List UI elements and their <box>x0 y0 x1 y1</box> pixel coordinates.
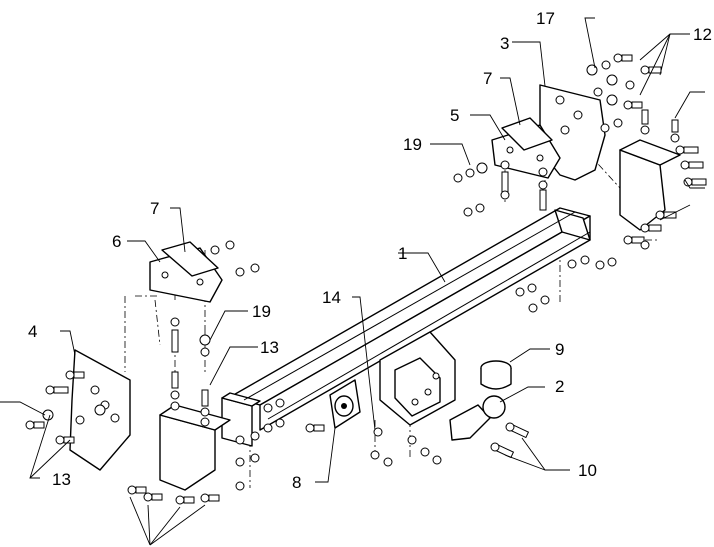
callout-2: 2 <box>555 377 564 396</box>
callout-5: 5 <box>450 106 459 125</box>
callout-labels: 1 2 3 4 5 6 7 7 8 9 10 12 13 13 14 17 19… <box>28 9 712 492</box>
callout-10: 10 <box>578 461 597 480</box>
callout-8: 8 <box>292 473 301 492</box>
crossbar <box>221 207 591 447</box>
callout-13-lower: 13 <box>52 470 71 489</box>
hardware <box>25 53 707 505</box>
callout-3: 3 <box>500 34 509 53</box>
callout-12: 12 <box>693 25 712 44</box>
tow-ball <box>449 360 512 441</box>
socket-plate <box>329 379 361 429</box>
callout-4: 4 <box>28 322 37 341</box>
callout-19-left: 19 <box>252 302 271 321</box>
ball-mount-bracket <box>379 331 456 426</box>
callout-19-right: 19 <box>403 135 422 154</box>
callout-6: 6 <box>112 232 121 251</box>
callout-9: 9 <box>555 340 564 359</box>
leader-lines <box>0 17 705 546</box>
right-rear-bracket <box>619 139 681 231</box>
callout-13-upper: 13 <box>260 338 279 357</box>
left-lower-bracket <box>159 404 231 491</box>
callout-17: 17 <box>536 9 555 28</box>
callout-1: 1 <box>398 244 407 263</box>
upper-left-bracket <box>149 241 223 303</box>
callout-7-right: 7 <box>483 69 492 88</box>
callout-14: 14 <box>322 288 341 307</box>
callout-7-left: 7 <box>150 199 159 218</box>
